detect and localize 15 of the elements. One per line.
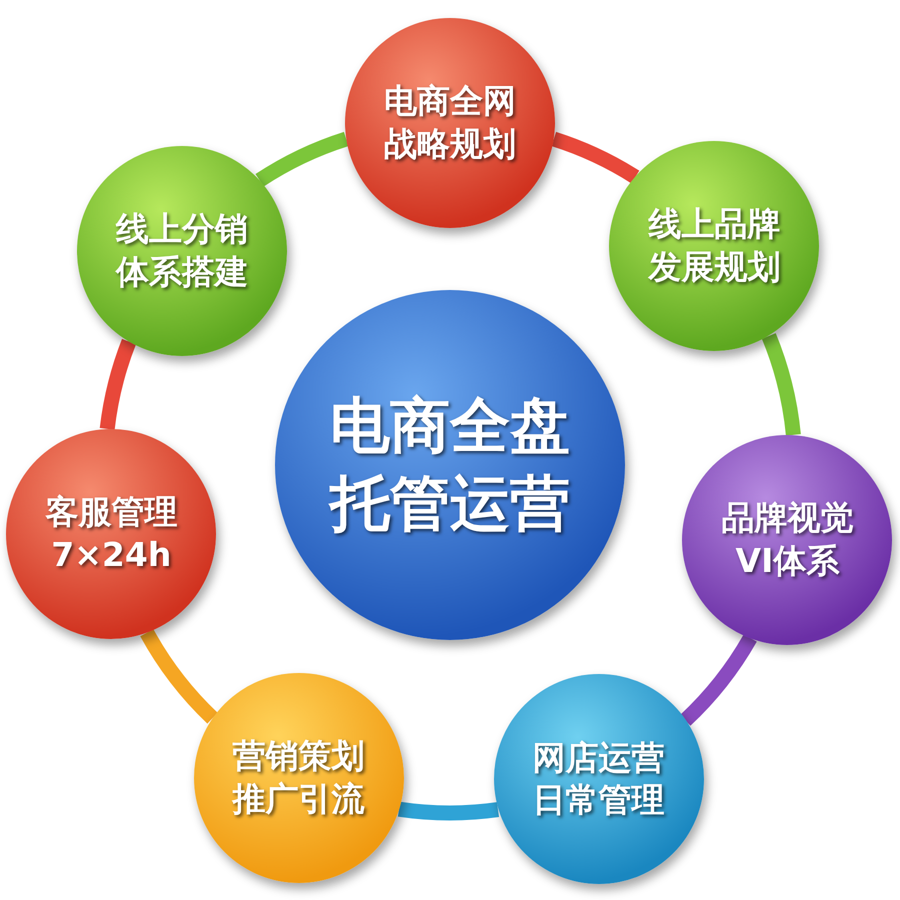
ring-arc [256,132,349,187]
node-label: 电商全盘托管运营 [327,390,571,541]
ring-arc [762,333,801,436]
node-label: 电商全网战略规划 [382,80,517,165]
ring-arc [140,628,218,724]
ring-arc [680,634,757,726]
node-label: 线上品牌发展规划 [647,203,782,288]
node-label: 网店运营日常管理 [532,736,666,822]
ring-arc [398,802,499,820]
node-label: 营销策划推广引流 [230,735,366,820]
node-label: 客服管理7×24h [44,490,178,576]
ring-arc [551,132,640,184]
node-label: 线上分销体系搭建 [114,208,249,293]
ring-arc [100,339,136,430]
node-label: 品牌视觉VI体系 [720,496,854,582]
